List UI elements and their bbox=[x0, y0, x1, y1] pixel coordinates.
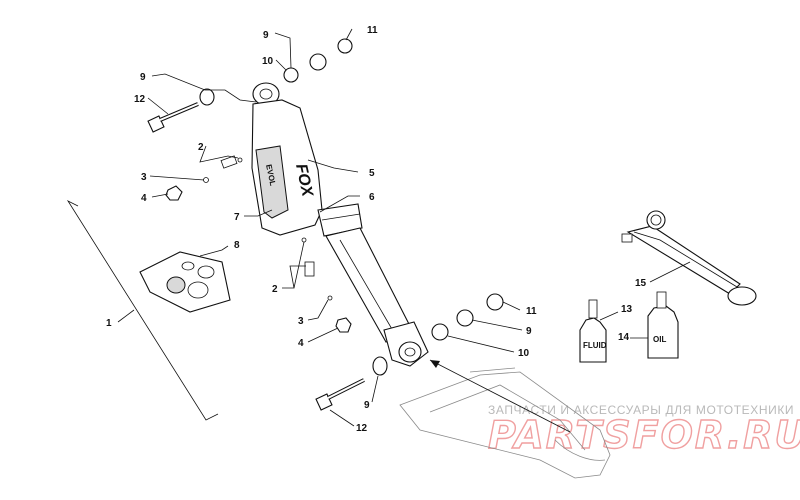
spacer-right-lower bbox=[456, 309, 474, 327]
nut-right-lower bbox=[486, 293, 504, 311]
shock-absorber: FOX EVOL bbox=[251, 82, 429, 367]
watermark-logo: PARTSFOR.RU bbox=[488, 413, 800, 457]
callout-11-lower: 11 bbox=[526, 306, 537, 317]
callout-7: 7 bbox=[234, 212, 240, 223]
callout-8: 8 bbox=[234, 240, 240, 251]
callout-15: 15 bbox=[635, 278, 647, 289]
fluid-bottle: FLUID bbox=[579, 299, 607, 363]
lower-hardware bbox=[301, 237, 504, 411]
bolt-upper bbox=[147, 102, 199, 133]
watermark: ЗАПЧАСТИ И АКСЕССУАРЫ ДЛЯ МОТОТЕХНИКИ PA… bbox=[487, 403, 800, 458]
callout-2-lower: 2 bbox=[272, 284, 278, 295]
callout-1: 1 bbox=[106, 318, 112, 329]
leader-lines bbox=[147, 28, 691, 427]
nut-right-upper bbox=[337, 38, 353, 54]
valve-upper bbox=[165, 155, 243, 201]
evol-model-text: EVOL bbox=[264, 164, 277, 187]
callout-10-upper: 10 bbox=[262, 56, 274, 67]
mount-arrow-line bbox=[429, 359, 571, 433]
pressure-pump-tool bbox=[621, 210, 757, 306]
oil-bottle: OIL bbox=[647, 291, 679, 359]
callout-6: 6 bbox=[369, 192, 375, 203]
assembly-bracket bbox=[66, 200, 219, 421]
callout-11-upper: 11 bbox=[367, 25, 378, 36]
callout-13: 13 bbox=[621, 304, 633, 315]
callout-10-lower: 10 bbox=[518, 348, 530, 359]
spacer-left-lower bbox=[372, 356, 388, 376]
watermark-tagline: ЗАПЧАСТИ И АКСЕССУАРЫ ДЛЯ МОТОТЕХНИКИ bbox=[488, 403, 794, 417]
spacer-right-upper bbox=[309, 53, 327, 71]
a-arm-outline bbox=[399, 359, 611, 479]
callout-9-upper-right: 9 bbox=[263, 30, 269, 41]
fox-brand-text: FOX bbox=[292, 162, 316, 199]
callout-9-lower-right: 9 bbox=[526, 326, 532, 337]
callout-12-upper: 12 bbox=[134, 94, 146, 105]
bushing-right-upper bbox=[283, 67, 299, 83]
brand-label: FOX EVOL bbox=[264, 162, 316, 199]
callout-4-lower: 4 bbox=[298, 338, 304, 349]
bolt-lower bbox=[315, 378, 365, 411]
callout-12-lower: 12 bbox=[356, 423, 368, 434]
callout-3-upper: 3 bbox=[141, 172, 147, 183]
callouts: 11 9 10 9 12 2 3 4 5 6 7 8 1 2 3 4 11 9 … bbox=[106, 25, 647, 434]
callout-4-upper: 4 bbox=[141, 193, 147, 204]
callout-14: 14 bbox=[618, 332, 630, 343]
valve-lower bbox=[301, 237, 352, 333]
callout-2-upper: 2 bbox=[198, 142, 204, 153]
callout-9-upper-left: 9 bbox=[140, 72, 146, 83]
callout-3-lower: 3 bbox=[298, 316, 304, 327]
fluid-bottle-label: FLUID bbox=[583, 341, 607, 350]
decal-sheet bbox=[139, 251, 231, 313]
oil-bottle-label: OIL bbox=[653, 335, 666, 344]
upper-hardware bbox=[147, 38, 353, 201]
bushing-right-lower bbox=[431, 323, 449, 341]
callout-9-lower-left: 9 bbox=[364, 400, 370, 411]
mount-arrow-head bbox=[430, 360, 440, 368]
spacer-left-upper bbox=[199, 88, 215, 106]
callout-5: 5 bbox=[369, 168, 375, 179]
